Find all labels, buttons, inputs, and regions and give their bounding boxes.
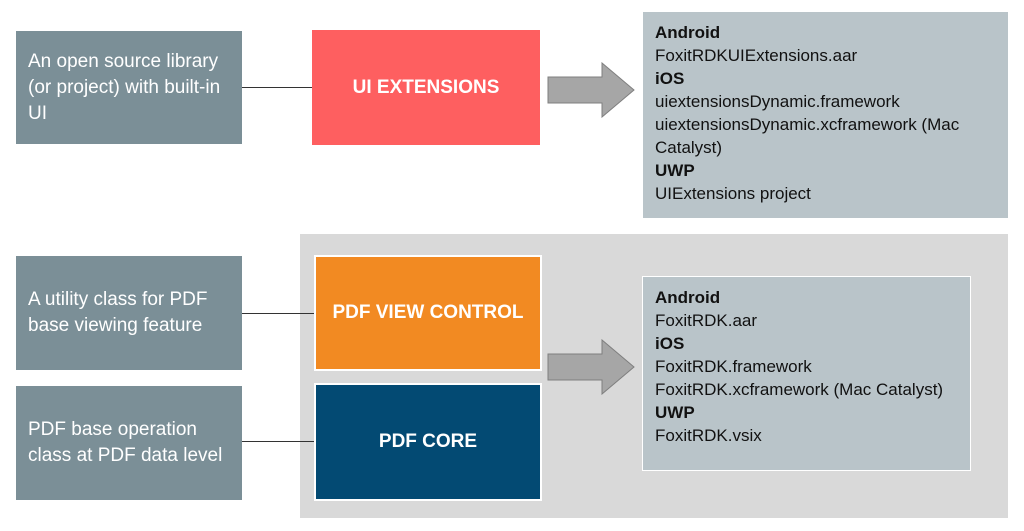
ui-extensions-box: UI EXTENSIONS — [312, 30, 540, 145]
ui-extensions-connector — [242, 87, 312, 88]
pdf-core-description-text: PDF base operation class at PDF data lev… — [28, 419, 223, 466]
pdf-view-control-label: PDF VIEW CONTROL — [332, 302, 524, 323]
uwp-item: FoxitRDK.vsix — [655, 426, 762, 445]
android-heading: Android — [655, 23, 721, 42]
pdf-core-connector — [242, 441, 314, 442]
uwp-heading: UWP — [655, 161, 695, 180]
ios-heading: iOS — [655, 69, 685, 88]
pdf-core-box: PDF CORE — [314, 383, 542, 501]
ui-extensions-description: An open source library (or project) with… — [16, 31, 242, 144]
right-block-arrow-icon — [547, 339, 635, 395]
ios-heading: iOS — [655, 334, 685, 353]
pdf-view-control-description: A utility class for PDF base viewing fea… — [16, 256, 242, 370]
ui-extensions-description-text: An open source library (or project) with… — [28, 50, 221, 124]
ios-item: FoxitRDK.framework — [655, 357, 812, 376]
uwp-heading: UWP — [655, 403, 695, 422]
android-item: FoxitRDK.aar — [655, 311, 758, 330]
ui-extensions-label: UI EXTENSIONS — [352, 76, 500, 98]
pdf-core-label: PDF CORE — [378, 431, 478, 452]
ios-item: uiextensionsDynamic.xcframework (Mac Cat… — [655, 115, 960, 157]
pdf-view-control-box: PDF VIEW CONTROL — [314, 255, 542, 371]
ui-extensions-platform-box: Android FoxitRDKUIExtensions.aar iOS uie… — [643, 12, 1008, 218]
pdf-view-control-description-text: A utility class for PDF base viewing fea… — [28, 289, 208, 336]
android-item: FoxitRDKUIExtensions.aar — [655, 46, 858, 65]
core-platform-box: Android FoxitRDK.aar iOS FoxitRDK.framew… — [642, 276, 971, 471]
uwp-item: UIExtensions project — [655, 184, 811, 203]
ios-item: FoxitRDK.xcframework (Mac Catalyst) — [655, 380, 944, 399]
right-block-arrow-icon — [547, 62, 635, 118]
pdf-core-description: PDF base operation class at PDF data lev… — [16, 386, 242, 500]
android-heading: Android — [655, 288, 721, 307]
ios-item: uiextensionsDynamic.framework — [655, 92, 900, 111]
pdf-view-control-connector — [242, 313, 314, 314]
